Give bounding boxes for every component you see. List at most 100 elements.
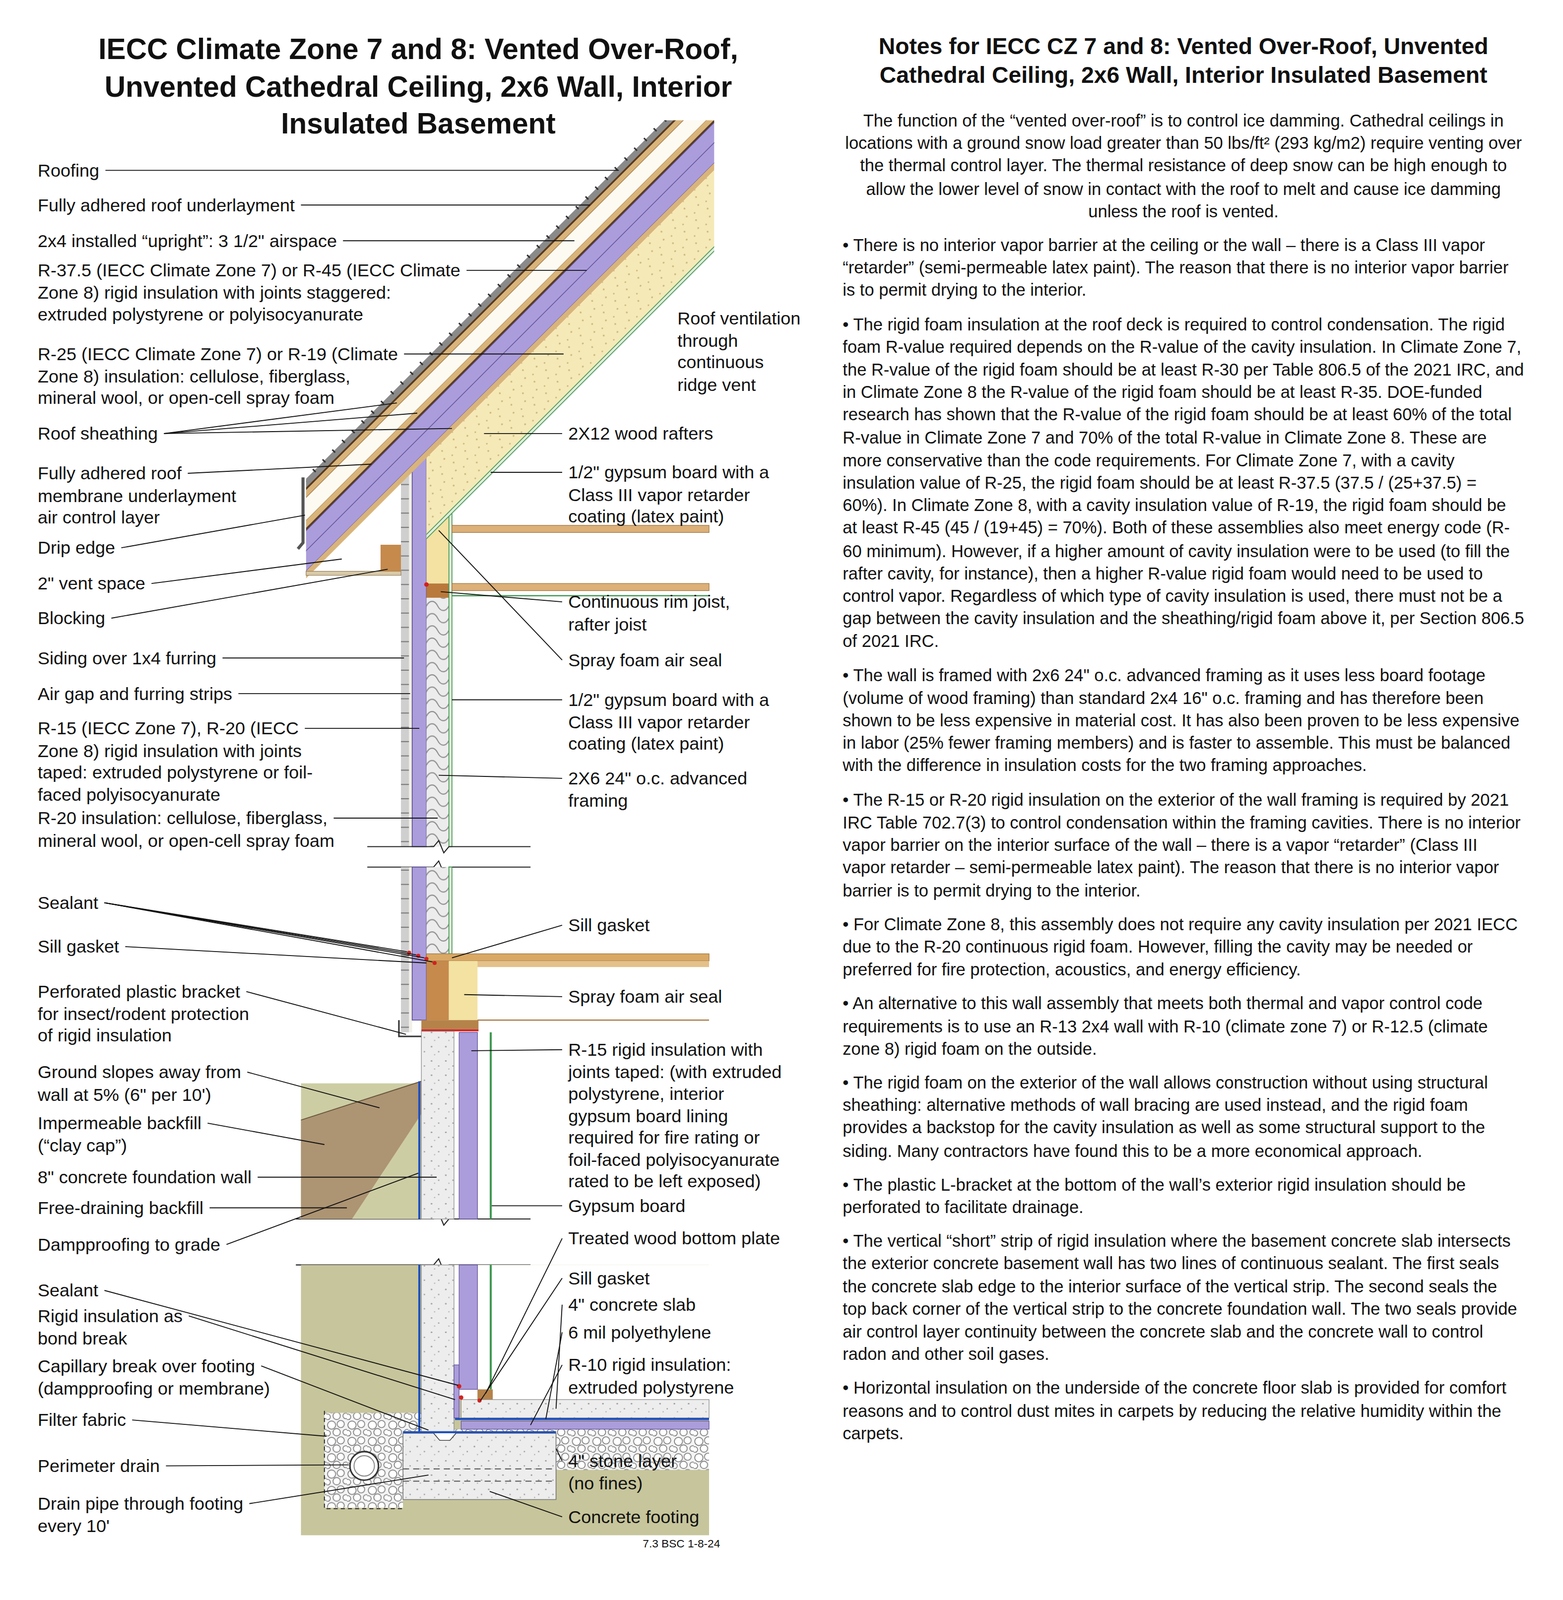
leader-line — [452, 699, 563, 701]
callout-label: R-10 rigid insulation: extruded polystyr… — [568, 1355, 744, 1400]
leader-line — [105, 169, 619, 171]
eave — [306, 571, 401, 576]
leader-line — [300, 204, 590, 206]
callout-label: R-20 insulation: cellulose, fiberglass, … — [37, 807, 349, 852]
callout-label: Drain pipe through footing every 10' — [37, 1493, 255, 1538]
callout-label: Concrete footing — [568, 1506, 721, 1529]
ground — [301, 1081, 422, 1220]
foundation — [489, 1032, 492, 1220]
note-paragraph: • For Climate Zone 8, this assembly does… — [842, 913, 1524, 982]
callout-label: Spray foam air seal — [568, 650, 742, 672]
callout-label: Rigid insulation as bond break — [37, 1305, 194, 1351]
note-paragraph: • The wall is framed with 2x6 24" o.c. a… — [842, 664, 1524, 779]
break-line — [367, 840, 531, 853]
callout-label: Perforated plastic bracket for insect/ro… — [37, 981, 253, 1048]
callout-label: 8" concrete foundation wall — [37, 1167, 278, 1189]
foundation — [421, 1265, 455, 1434]
break-line — [295, 840, 531, 1272]
foundation — [353, 1455, 375, 1477]
leader-line — [304, 727, 420, 729]
leader-line — [165, 1465, 349, 1467]
leader-line — [485, 1238, 563, 1394]
foundation — [460, 1421, 710, 1430]
notes-heading: Notes for IECC CZ 7 and 8: Vented Over-R… — [842, 32, 1524, 90]
callout-label: R-37.5 (IECC Climate Zone 7) or R-45 (IE… — [37, 260, 461, 326]
drawing-code: 7.3 BSC 1-8-24 — [642, 1537, 735, 1552]
rafter-cavity — [426, 120, 715, 631]
foundation — [489, 1265, 492, 1390]
callout-label: Fully adhered roof membrane underlayment… — [37, 462, 248, 529]
foundation — [455, 1418, 710, 1421]
callout-label: 6 mil polyethylene — [568, 1322, 742, 1345]
callout-label: 1/2" gypsum board with a Class III vapor… — [568, 689, 787, 756]
callout-label: Perimeter drain — [37, 1455, 181, 1478]
upper-wall — [412, 454, 427, 847]
callout-label: R-15 rigid insulation with joints taped:… — [568, 1039, 787, 1194]
leader-line — [333, 817, 438, 819]
rafter-cavity — [426, 120, 715, 631]
callout-label: Blocking — [37, 607, 161, 630]
leader-line — [490, 471, 563, 473]
leader-line — [483, 433, 562, 435]
upper-wall — [400, 454, 409, 847]
foundation — [402, 1431, 556, 1434]
note-paragraph: • The plastic L-bracket at the bottom of… — [842, 1173, 1524, 1220]
callout-label: R-15 (IECC Zone 7), R-20 (IECC Zone 8) r… — [37, 718, 324, 807]
leader-line — [471, 1049, 563, 1051]
lower-wall — [426, 867, 449, 955]
leader-line — [151, 559, 342, 584]
foundation — [324, 1411, 403, 1509]
lower-wall — [421, 1029, 479, 1032]
ground — [301, 1081, 422, 1121]
rafter-cavity — [426, 120, 715, 631]
leader-line — [125, 946, 427, 964]
note-paragraph: • The R-15 or R-20 rigid insulation on t… — [842, 789, 1524, 903]
callout-label: Impermeable backfill (“clay cap”) — [37, 1112, 212, 1158]
foundation — [418, 1081, 421, 1433]
lower-wall — [432, 961, 437, 966]
leader-line — [247, 1072, 380, 1108]
callout-label: Roofing — [37, 160, 242, 183]
leader-line — [238, 693, 410, 695]
leader-line — [491, 1205, 563, 1207]
callout-label: Gypsum board — [568, 1195, 721, 1218]
callout-label: Treated wood bottom plate — [568, 1228, 793, 1251]
notes-panel: The function of the “vented over-roof” i… — [842, 110, 1524, 1446]
leader-line — [530, 1365, 563, 1426]
callout-label: Sill gasket — [37, 936, 161, 959]
callout-label: R-25 (IECC Climate Zone 7) or R-19 (Clim… — [37, 343, 410, 410]
callout-label: 2" vent space — [37, 573, 191, 596]
callout-label: Filter fabric — [37, 1410, 161, 1433]
upper-wall — [409, 454, 413, 847]
callout-label: Siding over 1x4 furring — [37, 648, 262, 670]
rafter-cavity — [426, 120, 715, 631]
callout-label: 2X12 wood rafters — [568, 423, 773, 446]
callout-label: 1/2" gypsum board with a Class III vapor… — [568, 461, 787, 528]
foundation — [458, 1395, 464, 1400]
note-paragraph: • The vertical “short” strip of rigid in… — [842, 1230, 1524, 1367]
leader-line — [246, 991, 406, 1035]
leader-line — [466, 269, 587, 271]
foundation — [421, 1031, 455, 1220]
eave — [380, 544, 401, 572]
callout-label: Sealant — [37, 1280, 140, 1303]
callout-label: Ground slopes away from wall at 5% (6" p… — [37, 1061, 255, 1107]
note-paragraph: • An alternative to this wall assembly t… — [842, 992, 1524, 1061]
callout-label: 2x4 installed “upright”: 3 1/2" airspace — [37, 230, 375, 253]
leader-line — [104, 903, 433, 963]
leader-line — [207, 1123, 325, 1145]
note-paragraph: • Horizontal insulation on the underside… — [842, 1377, 1524, 1446]
leader-line — [226, 1173, 419, 1245]
callout-label: 4" concrete slab — [568, 1294, 721, 1317]
foundation — [458, 1265, 478, 1390]
callout-label: Drip edge — [37, 537, 161, 560]
leader-line — [480, 1278, 562, 1401]
callout-label: Continuous rim joist, rafter joist — [568, 591, 737, 637]
leader-line — [403, 353, 564, 355]
leader-line — [556, 1304, 563, 1410]
leader-line — [257, 1176, 437, 1178]
upper-wall — [424, 582, 429, 587]
leader-line — [342, 240, 575, 242]
callout-label: Sill gasket — [568, 1268, 691, 1291]
lower-wall — [409, 867, 413, 1033]
